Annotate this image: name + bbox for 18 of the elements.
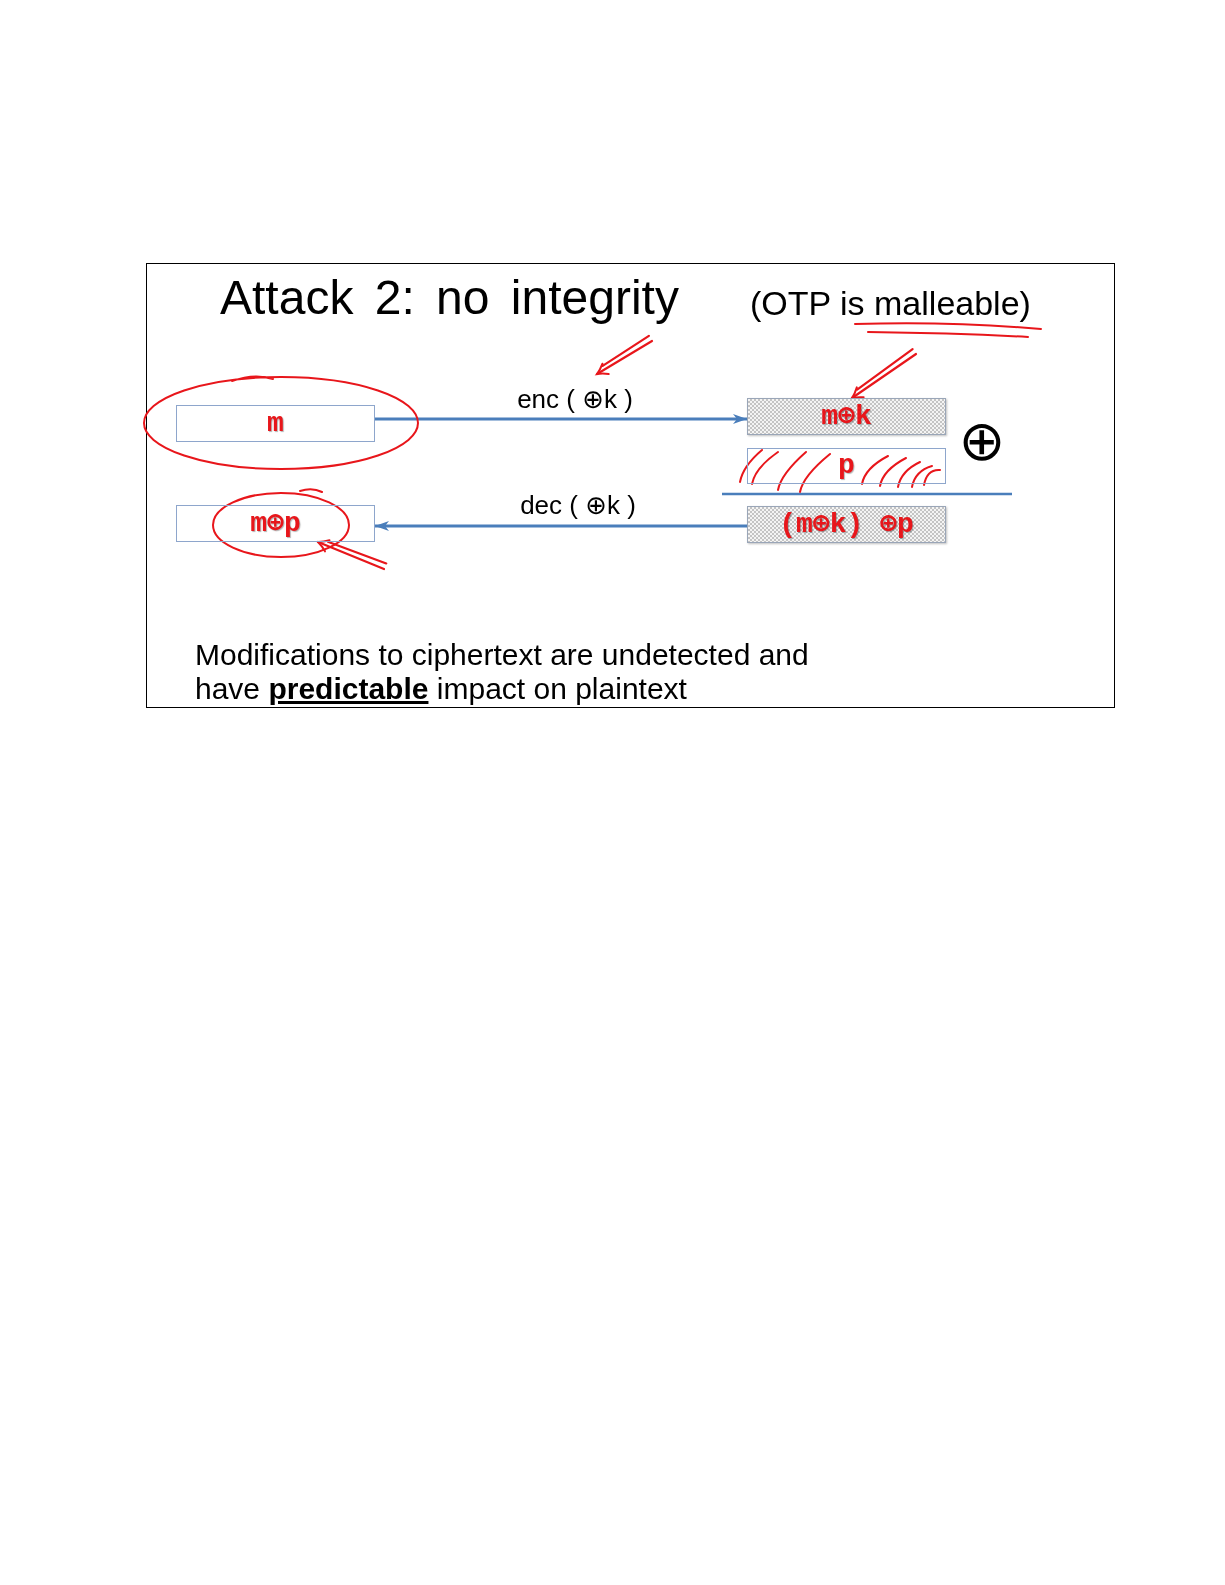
shaded-box (747, 398, 946, 435)
text-box (176, 505, 375, 542)
text-box (176, 405, 375, 442)
pen-arrow (850, 347, 918, 400)
operator-symbol: ⊕ (958, 413, 1006, 469)
slide-title: Attack 2: no integrity (220, 274, 679, 322)
note-text: Modifications to ciphertext are undetected and have predictable impact on plaintext (195, 638, 810, 706)
title-remark: (OTP is malleable) (750, 286, 1031, 320)
math-expression: m (267, 409, 284, 438)
pen-arrow (316, 539, 388, 571)
math-expression: p (838, 452, 855, 480)
arrow (375, 521, 747, 531)
math-expression: (m⊕k) ⊕p (779, 510, 914, 539)
shaded-box (747, 506, 946, 543)
math-expression: m⊕p (250, 509, 301, 538)
math-expression: m⊕k (821, 402, 872, 431)
arrow (375, 414, 747, 424)
text-box (747, 448, 946, 484)
